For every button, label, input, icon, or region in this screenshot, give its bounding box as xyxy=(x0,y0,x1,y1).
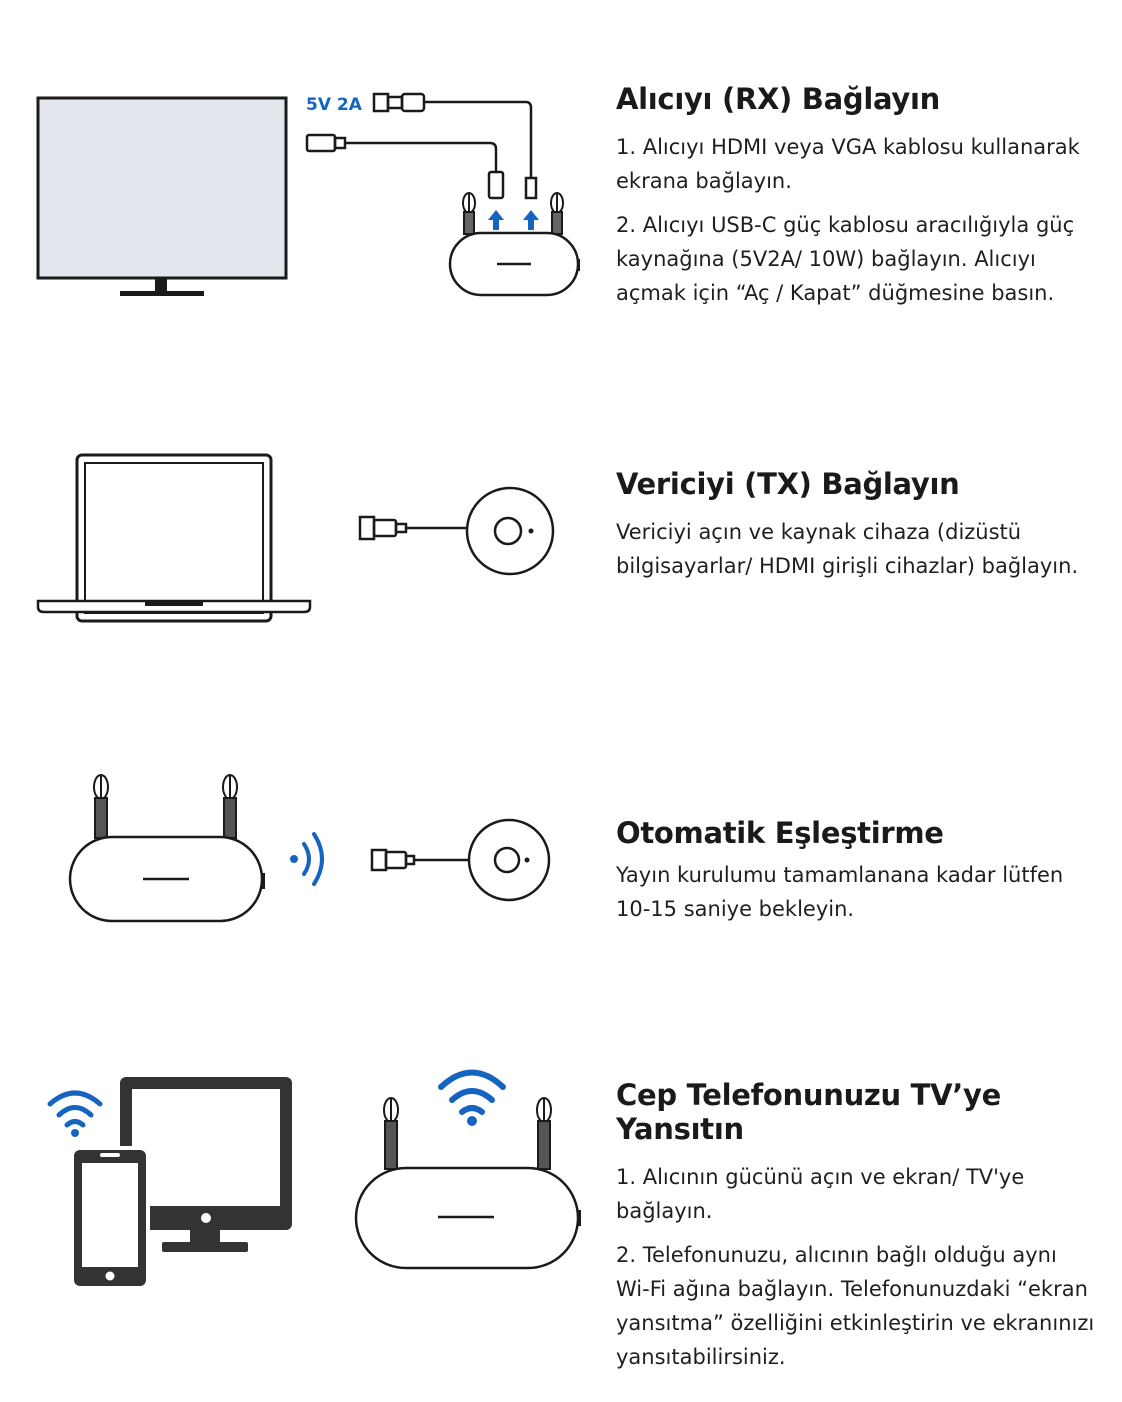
step4-title: Cep Telefonunuzu TV’ye Yansıtın xyxy=(616,1078,1001,1146)
monitor-icon xyxy=(120,1077,292,1252)
step4-illustration xyxy=(47,1069,581,1290)
hdmi-plug-icon xyxy=(358,515,467,541)
antenna-icon xyxy=(383,1097,552,1170)
step-mirror-phone: Cep Telefonunuzu TV’ye Yansıtın 1. Alıcı… xyxy=(0,1060,1122,1380)
antenna-icon xyxy=(462,192,564,235)
receiver-icon xyxy=(68,835,265,923)
step2-title: Vericiyi (TX) Bağlayın xyxy=(616,467,960,501)
transmitter-puck-icon xyxy=(465,486,555,576)
receiver-icon xyxy=(448,231,580,297)
step2-instruction-1: Vericiyi açın ve kaynak cihaza (dizüstü … xyxy=(616,520,1079,578)
usb-c-cable-icon xyxy=(372,92,538,200)
tv-icon xyxy=(36,96,288,296)
step-auto-pairing: Otomatik Eşleştirme Yayın kurulumu tamam… xyxy=(0,760,1122,960)
step-connect-transmitter: Vericiyi (TX) Bağlayın Vericiyi açın ve … xyxy=(0,420,1122,680)
step1-instruction-1: 1. Alıcıyı HDMI veya VGA kablosu kullana… xyxy=(616,135,1080,193)
receiver-icon xyxy=(354,1166,581,1270)
wifi-icon xyxy=(438,1069,506,1126)
hdmi-cable-icon xyxy=(305,133,505,200)
step1-title: Alıcıyı (RX) Bağlayın xyxy=(616,82,940,116)
step3-illustration xyxy=(68,774,551,923)
transmitter-puck-icon xyxy=(467,818,551,902)
hdmi-plug-icon xyxy=(370,848,469,872)
step1-illustration: 5V 2A xyxy=(36,92,580,297)
step3-title: Otomatik Eşleştirme xyxy=(616,816,944,850)
step4-instruction-1: 1. Alıcının gücünü açın ve ekran/ TV'ye … xyxy=(616,1165,1025,1223)
signal-waves-icon xyxy=(290,832,324,886)
step1-instruction-2: 2. Alıcıyı USB-C güç kablosu aracılığıyl… xyxy=(616,213,1075,305)
power-label: 5V 2A xyxy=(306,95,363,115)
antenna-icon xyxy=(93,774,238,839)
phone-icon xyxy=(70,1146,150,1290)
step4-instruction-2: 2. Telefonunuzu, alıcının bağlı olduğu a… xyxy=(616,1243,1095,1369)
laptop-icon xyxy=(36,453,312,623)
step-connect-receiver: 5V 2A xyxy=(0,0,1122,380)
step2-illustration xyxy=(36,453,555,623)
step3-instruction-1: Yayın kurulumu tamamlanana kadar lütfen … xyxy=(616,863,1064,921)
wifi-icon xyxy=(47,1090,103,1137)
arrow-up-icon xyxy=(488,210,539,230)
